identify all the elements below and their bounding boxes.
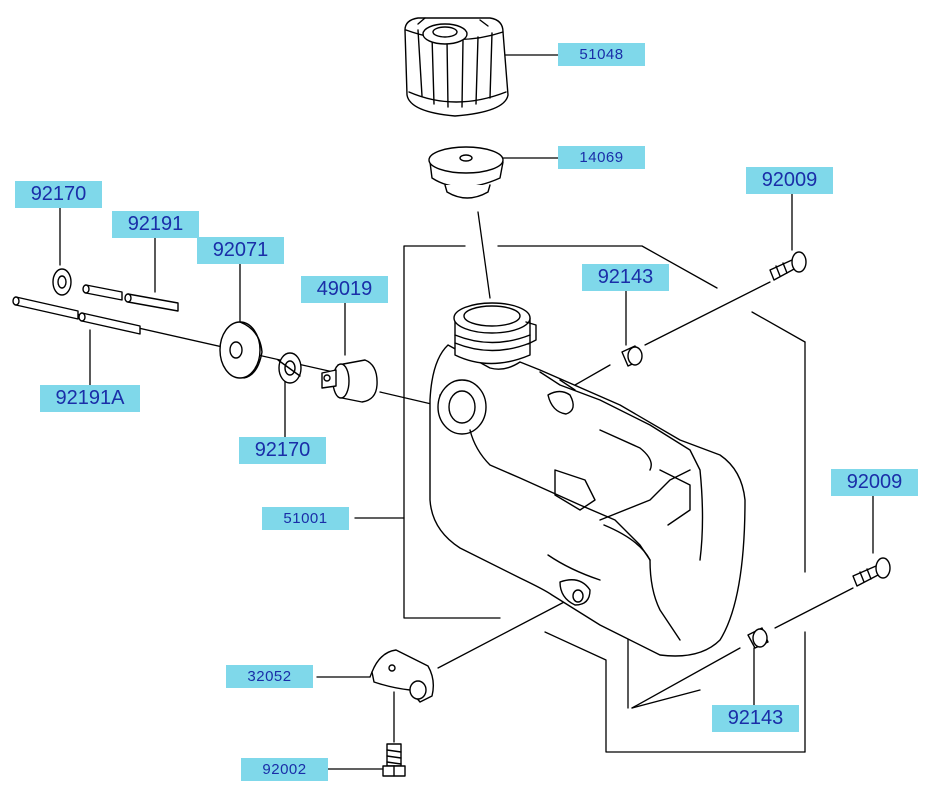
part-label-92009-right[interactable]: 92009: [831, 469, 918, 496]
part-label-51001[interactable]: 51001: [262, 507, 349, 530]
part-label-92170-top[interactable]: 92170: [15, 181, 102, 208]
bracket-part: [371, 649, 435, 703]
part-label-49019[interactable]: 49019: [301, 276, 388, 303]
spacer-part-bottom: [747, 627, 769, 649]
screw-part-top: [769, 251, 807, 281]
bolt-part: [382, 743, 406, 777]
part-label-92009-top[interactable]: 92009: [746, 167, 833, 194]
part-label-92071[interactable]: 92071: [197, 237, 284, 264]
part-label-92143-top[interactable]: 92143: [582, 264, 669, 291]
fuel-weight-part: [321, 359, 378, 403]
part-label-51048[interactable]: 51048: [558, 43, 645, 66]
part-label-92191[interactable]: 92191: [112, 211, 199, 238]
fuel-filter-part: [428, 146, 504, 199]
screw-part-right: [852, 557, 891, 587]
grommet-part-top: [52, 268, 72, 296]
fuel-tank-part: [429, 302, 746, 657]
fuel-pipe-part: [12, 284, 179, 335]
part-label-14069[interactable]: 14069: [558, 146, 645, 169]
part-label-92170-mid[interactable]: 92170: [239, 437, 326, 464]
fuel-cap-part: [404, 17, 509, 117]
part-label-32052[interactable]: 32052: [226, 665, 313, 688]
part-label-92002[interactable]: 92002: [241, 758, 328, 781]
part-label-92143-bottom[interactable]: 92143: [712, 705, 799, 732]
spacer-part-top: [621, 345, 643, 367]
part-label-92191A[interactable]: 92191A: [40, 385, 140, 412]
grommet-part: [219, 321, 263, 379]
leader-lines: [59, 54, 874, 770]
grommet-part-mid: [277, 352, 302, 384]
